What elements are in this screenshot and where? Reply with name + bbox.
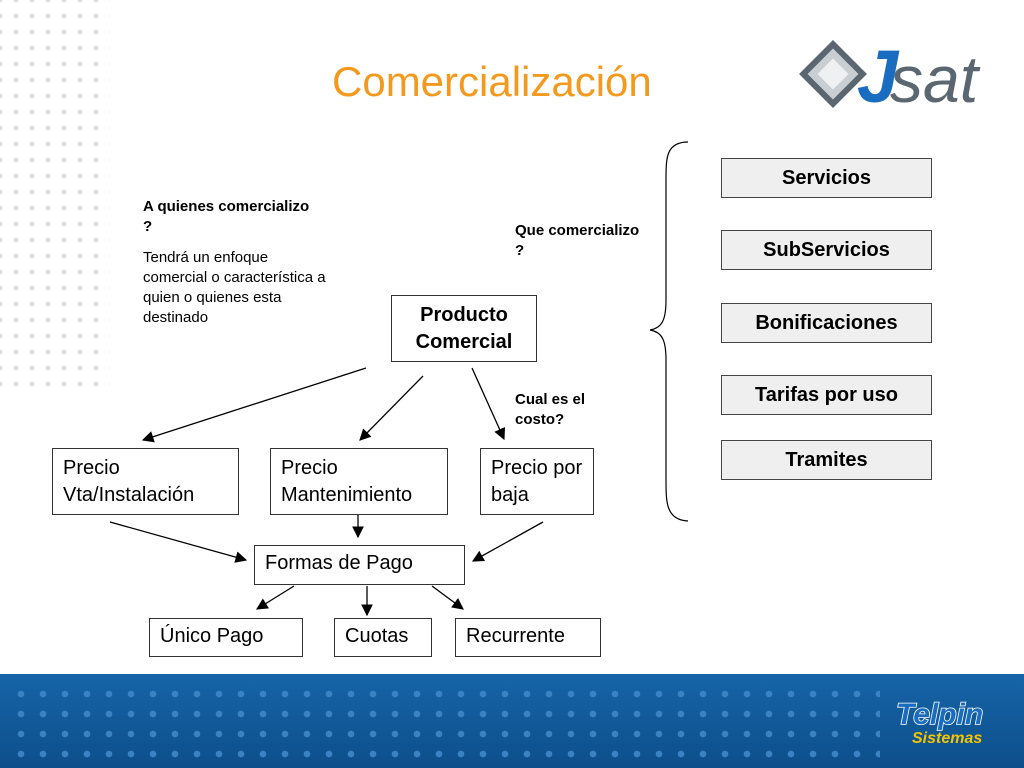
precio-por-baja-box: Precio por baja [480,448,594,515]
service-servicios: Servicios [721,158,932,198]
jsat-logo: J sat [799,35,981,114]
footer-dot-pattern [10,684,880,758]
logo-letters-sat: sat [890,42,981,114]
cuotas-box: Cuotas [334,618,432,657]
arrow-vta-to-pago [109,521,248,563]
who-description: Tendrá un enfoque comercial o caracterís… [143,249,326,326]
recurrente-box: Recurrente [455,618,601,657]
telpin-logo-word: Telpin [896,698,983,731]
service-tramites: Tramites [721,440,932,480]
what-question: Que comercializo ? [515,222,640,259]
service-bonificaciones: Bonificaciones [721,303,932,343]
telpin-sistemas-logo: Telpin Sistemas [895,697,984,747]
unico-pago-box: Único Pago [149,618,303,657]
page-title: Comercialización [332,58,652,105]
footer-band [0,674,1024,768]
sistemas-logo-word: Sistemas [912,730,982,747]
service-subservicios: SubServicios [721,230,932,270]
arrow-baja-to-pago [471,521,544,562]
logo-letter-j: J [857,35,900,114]
producto-comercial-box: Producto Comercial [391,295,537,362]
services-brace [649,141,689,522]
decorative-dot-pattern [0,0,110,390]
arrow-to-precio-vta [141,367,367,443]
precio-mantenimiento-box: Precio Mantenimiento [270,448,448,515]
who-heading: A quienes comercializo ? [143,198,310,235]
arrow-to-unico-pago [256,585,295,610]
service-tarifas-por-uso: Tarifas por uso [721,375,932,415]
arrow-to-precio-baja [471,367,506,441]
precio-vta-instalacion-box: Precio Vta/Instalación [52,448,239,515]
cost-question: Cual es el costo? [515,391,586,428]
arrow-to-precio-mant [359,375,424,441]
formas-de-pago-box: Formas de Pago [254,545,465,585]
arrow-to-recurrente [431,585,464,610]
